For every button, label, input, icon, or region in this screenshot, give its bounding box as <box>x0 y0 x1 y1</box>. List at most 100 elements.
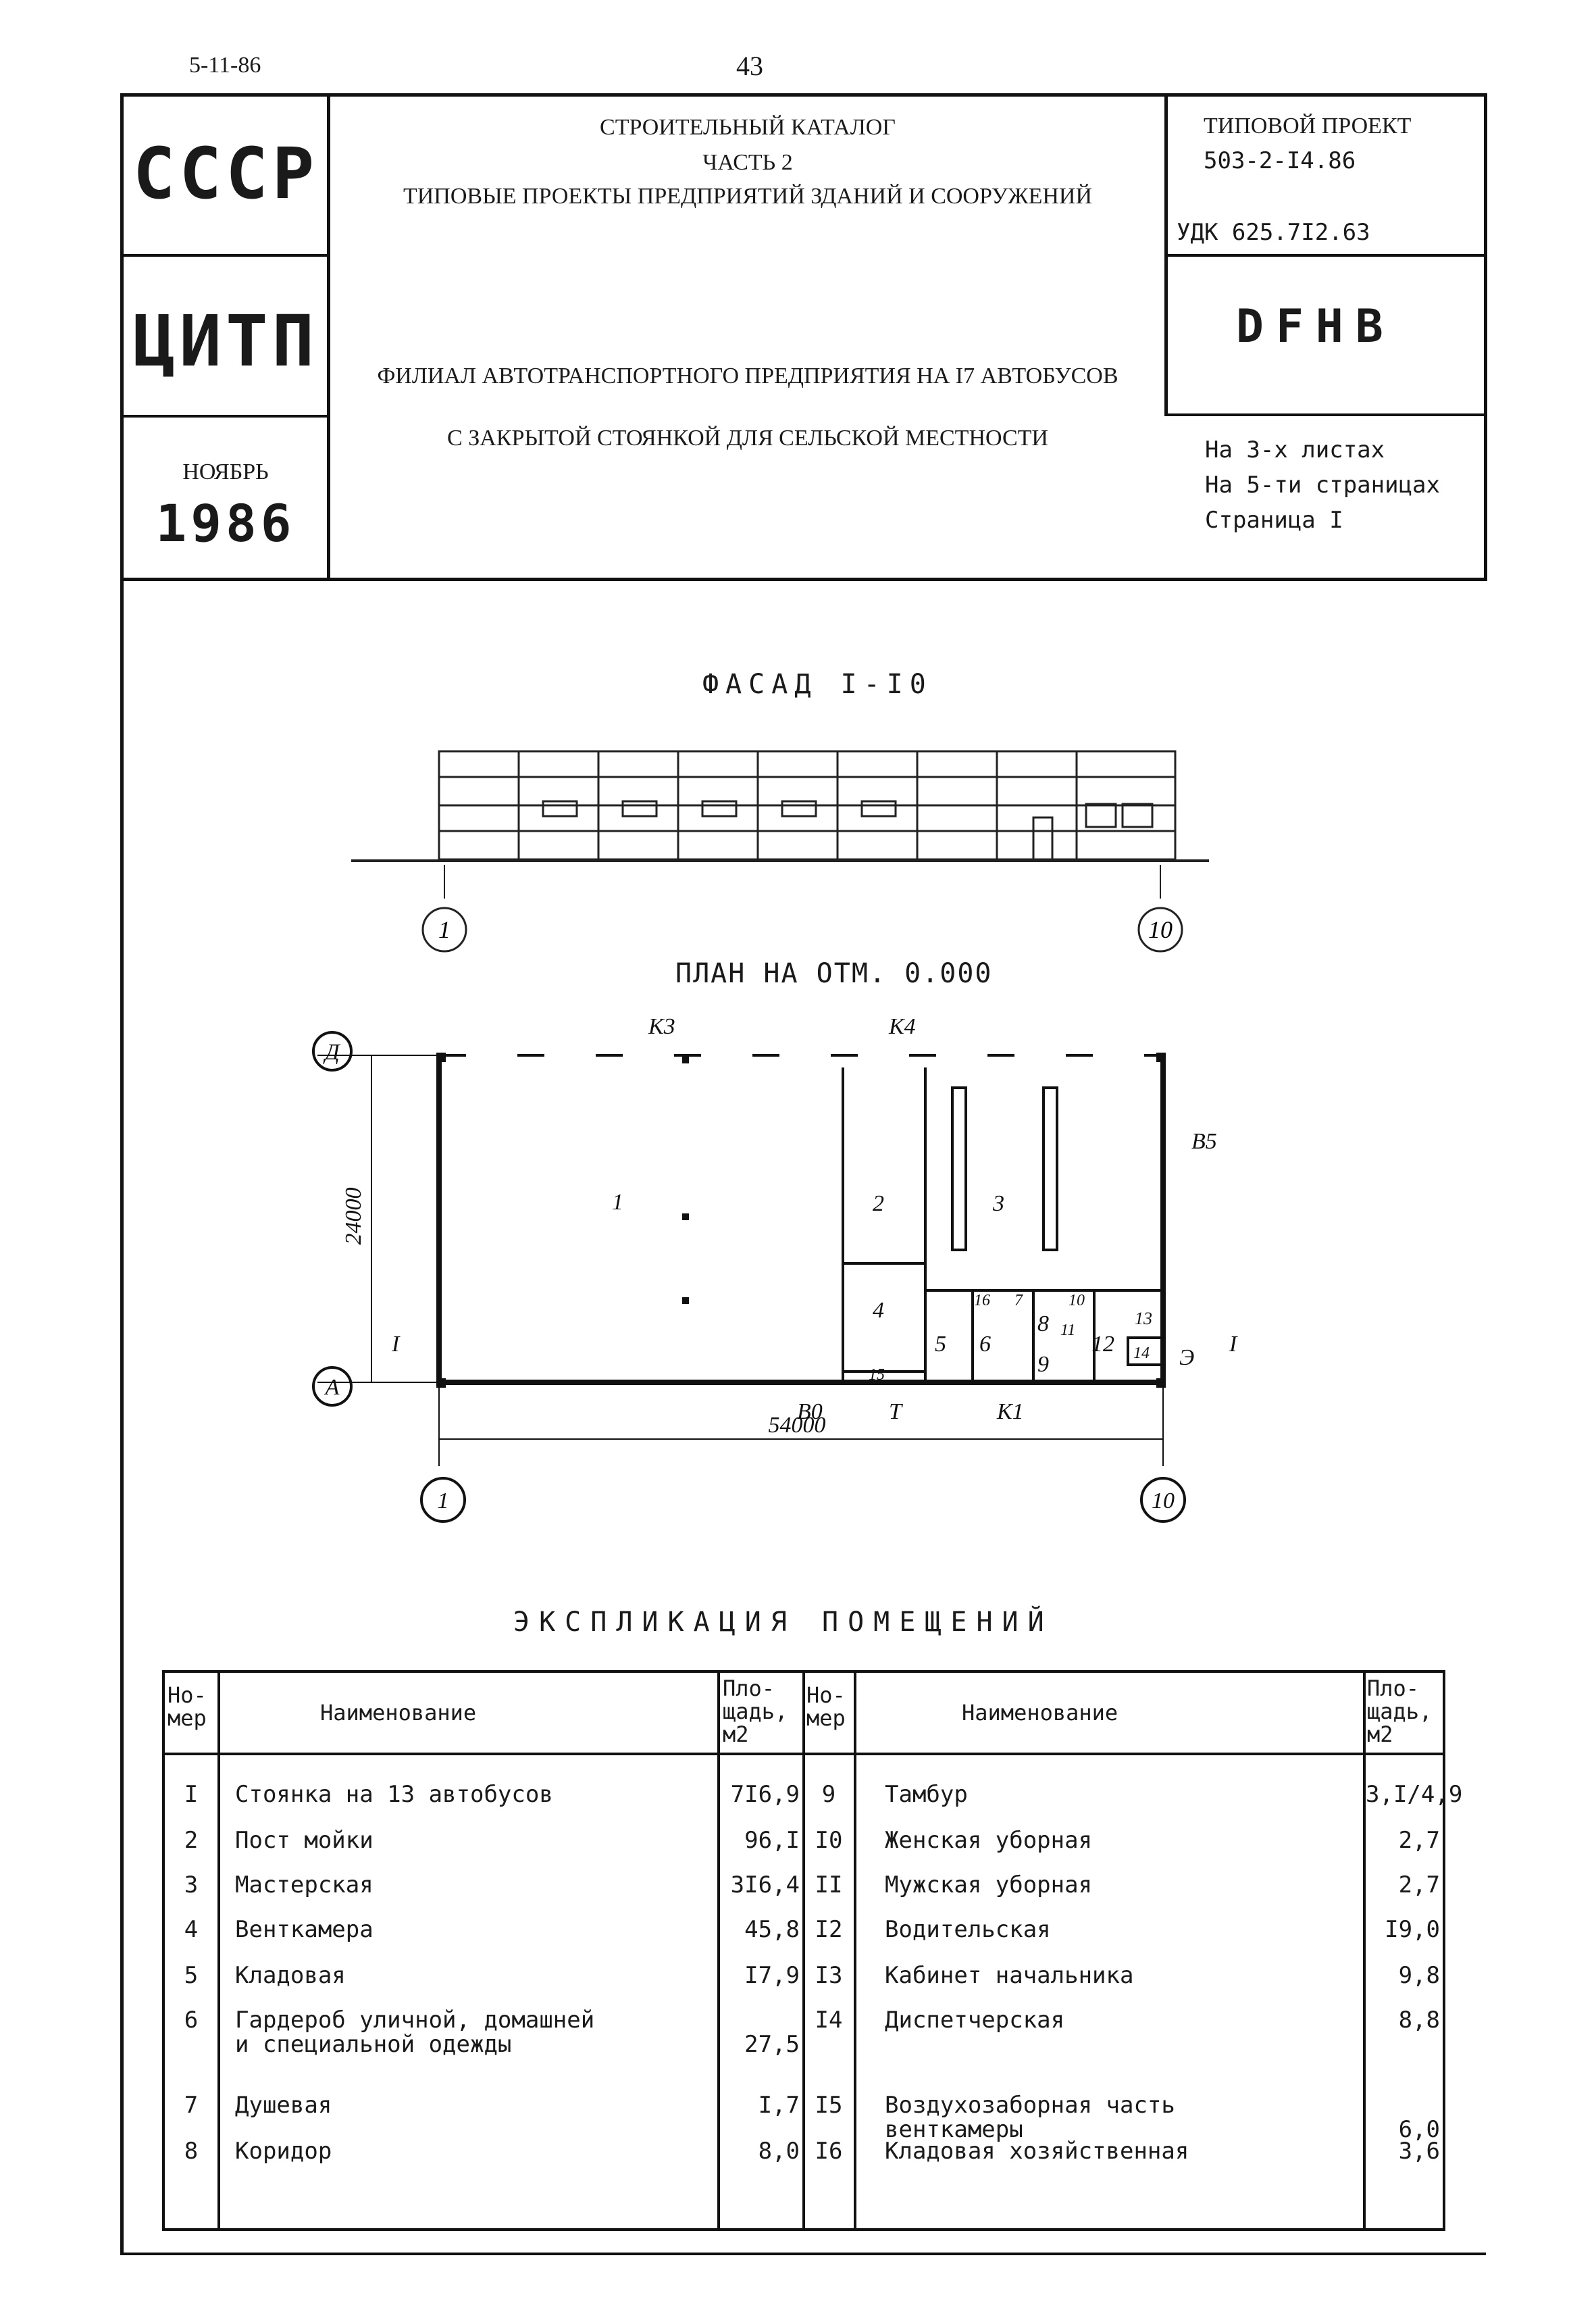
page-index: Страница I <box>1205 507 1343 534</box>
explication-table: Но- мер Наименование Пло- щадь, м2 Но- м… <box>162 1670 1463 2231</box>
facade-axis-left-label: 1 <box>438 916 451 943</box>
right-row-name: Диспетчерская <box>885 2007 1065 2034</box>
facade-axis-right <box>1137 907 1183 953</box>
left-row-name: Коридор <box>235 2138 332 2165</box>
right-row-area: 2,7 <box>1398 1871 1440 1898</box>
left-row-number: 7 <box>184 2092 199 2119</box>
explication-title: ЭКСПЛИКАЦИЯ ПОМЕЩЕНИЙ <box>513 1607 1054 1638</box>
left-row-number: 2 <box>184 1827 199 1854</box>
right-row-name: Кладовая хозяйственная <box>885 2138 1189 2165</box>
room-2-label: 2 <box>873 1191 884 1216</box>
stamp-divider <box>120 415 327 418</box>
plan-axis-top-label: Д <box>323 1040 341 1065</box>
room-12-label: 12 <box>1091 1332 1114 1357</box>
project-label: ТИПОВОЙ ПРОЕКТ <box>1204 114 1412 139</box>
sheet-frame <box>120 93 1486 2255</box>
right-row-number: I0 <box>815 1827 843 1854</box>
page-number: 43 <box>736 51 763 81</box>
left-row-area: I,7 <box>758 2092 800 2119</box>
stamp-divider <box>327 93 330 581</box>
room-3-label: 3 <box>992 1191 1004 1216</box>
section-left: I <box>391 1332 401 1357</box>
left-row-area: 7I6,9 <box>730 1781 800 1808</box>
plan-axis-bottom <box>312 1366 353 1407</box>
floor-plan: Д А 1 10 24000 54000 К3 К4 В5 В0 Т К1 Э … <box>312 1014 1238 1523</box>
catalog-line3: ТИПОВЫЕ ПРОЕКТЫ ПРЕДПРИЯТИЙ ЗДАНИЙ И СОО… <box>403 184 1093 209</box>
room-13-label: 13 <box>1135 1309 1152 1328</box>
stamp-divider <box>1164 254 1487 257</box>
org-label: ЦИТП <box>132 300 319 382</box>
left-row-area: 27,5 <box>744 2031 800 2058</box>
facade-drawing: 1 10 <box>351 750 1209 953</box>
room-9-label: 9 <box>1037 1352 1049 1377</box>
right-row-area: 2,7 <box>1398 1827 1440 1854</box>
pages-count: На 5-ти страницах <box>1205 472 1440 499</box>
catalog-line1: СТРОИТЕЛЬНЫЙ КАТАЛОГ <box>600 115 896 140</box>
room-4-outline <box>842 1262 927 1373</box>
room-8-label: 8 <box>1037 1311 1049 1336</box>
marker-b0: В0 <box>797 1399 823 1424</box>
plan-axis-right-label: 10 <box>1152 1488 1175 1513</box>
room-14-label: 14 <box>1133 1344 1150 1362</box>
header-area-right: Пло- щадь, м2 <box>1367 1676 1433 1747</box>
right-row-number: I4 <box>815 2007 843 2034</box>
right-row-number: I6 <box>815 2138 843 2165</box>
stamp-divider <box>120 254 327 257</box>
right-row-name: Тамбур <box>885 1781 968 1808</box>
right-row-area: 3,I/4,9 <box>1366 1781 1463 1808</box>
project-number: 503-2-I4.86 <box>1204 147 1356 174</box>
marker-e: Э <box>1179 1345 1194 1370</box>
title-stamp <box>120 93 1487 581</box>
right-row-area: 3,6 <box>1398 2138 1440 2165</box>
right-row-area: 6,0 <box>1398 2116 1440 2143</box>
left-row-area: I7,9 <box>744 1962 800 1989</box>
section-right: I <box>1229 1332 1238 1357</box>
document-code: DFHB <box>1236 300 1395 353</box>
room-5-label: 5 <box>935 1332 946 1357</box>
project-title-line2: С ЗАКРЫТОЙ СТОЯНКОЙ ДЛЯ СЕЛЬСКОЙ МЕСТНОС… <box>447 426 1048 451</box>
right-row-number: 9 <box>821 1781 836 1808</box>
facade-axis-right-label: 10 <box>1148 916 1173 943</box>
stamp-divider <box>1164 413 1487 416</box>
right-row-name: Воздухозаборная часть венткамеры <box>885 2092 1175 2143</box>
marker-k4: К4 <box>888 1014 916 1039</box>
plan-axis-right <box>1140 1477 1186 1523</box>
facade-axis-left <box>421 907 467 953</box>
right-row-number: II <box>815 1871 843 1898</box>
country-label: СССР <box>132 132 319 215</box>
plan-dimension-width: 54000 <box>769 1413 826 1438</box>
left-row-area: 3I6,4 <box>730 1871 800 1898</box>
left-row-area: 45,8 <box>744 1916 800 1943</box>
left-row-name: Стоянка на 13 автобусов <box>235 1781 553 1808</box>
right-row-name: Мужская уборная <box>885 1871 1093 1898</box>
left-row-number: 8 <box>184 2138 199 2165</box>
marker-b5: В5 <box>1191 1129 1217 1154</box>
left-row-number: 6 <box>184 2007 199 2034</box>
right-row-area: I9,0 <box>1385 1916 1440 1943</box>
left-row-name: Пост мойки <box>235 1827 374 1854</box>
right-row-name: Кабинет начальника <box>885 1962 1134 1989</box>
left-row-number: I <box>184 1781 199 1808</box>
right-row-number: I5 <box>815 2092 843 2119</box>
right-row-name: Женская уборная <box>885 1827 1093 1854</box>
room-6-label: 6 <box>979 1332 991 1357</box>
left-row-area: 8,0 <box>758 2138 800 2165</box>
sheets-count: На 3-х листах <box>1205 436 1385 463</box>
plan-axis-bottom-label: А <box>324 1375 340 1400</box>
header-name: Наименование <box>320 1700 477 1726</box>
plan-axis-top <box>312 1031 353 1072</box>
top-date: 5-11-86 <box>189 53 261 78</box>
udk-code: УДК 625.7I2.63 <box>1177 219 1370 246</box>
left-row-name: Душевая <box>235 2092 332 2119</box>
right-row-name: Водительская <box>885 1916 1051 1943</box>
room-1-label: 1 <box>612 1190 623 1215</box>
catalog-line2: ЧАСТЬ 2 <box>702 150 793 175</box>
plan-axis-left <box>420 1477 466 1523</box>
left-row-number: 4 <box>184 1916 199 1943</box>
left-row-name: Гардероб уличной, домашней и специальной… <box>235 2007 595 2058</box>
plan-dimension-height: 24000 <box>341 1188 366 1245</box>
left-row-name: Венткамера <box>235 1916 374 1943</box>
header-number: Но- мер <box>168 1682 207 1731</box>
facade-caption: ФАСАД I-I0 <box>702 669 933 700</box>
marker-t: Т <box>889 1399 903 1424</box>
